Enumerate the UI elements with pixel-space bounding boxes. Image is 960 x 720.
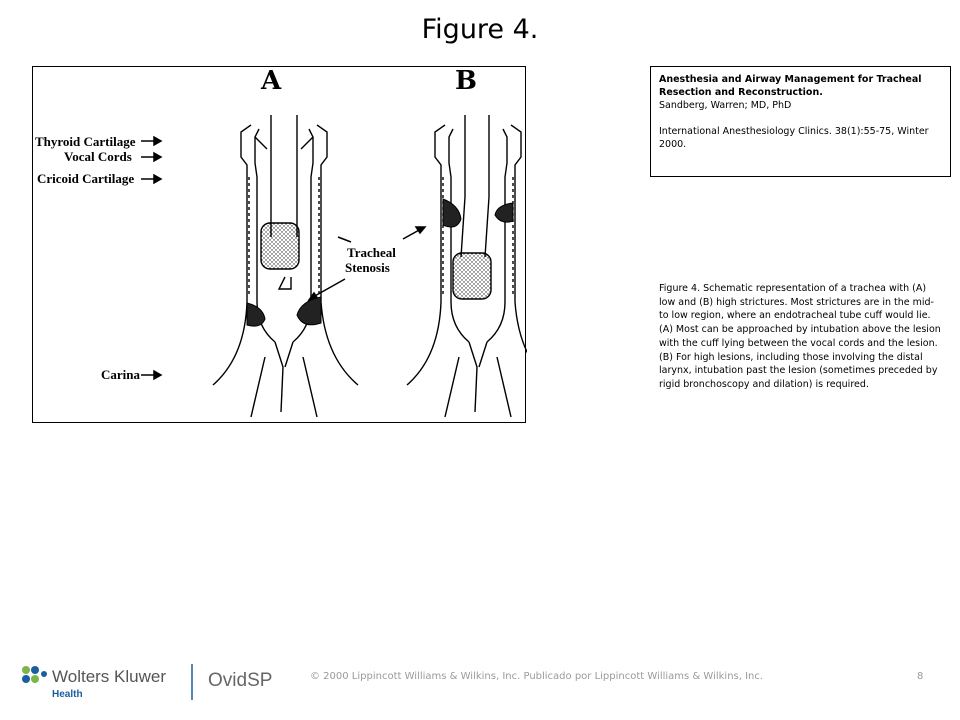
citation-title: Anesthesia and Airway Management for Tra… <box>659 74 922 98</box>
trachea-diagram-b <box>406 115 527 418</box>
trachea-figure: A B Thyroid Cartilage Vocal Cords Cricoi… <box>32 66 527 423</box>
label-tracheal: Tracheal <box>347 245 396 260</box>
footer-copyright: © 2000 Lippincott Williams & Wilkins, In… <box>310 671 764 682</box>
tube-cuff-b <box>452 252 492 300</box>
page-number: 8 <box>917 671 924 682</box>
kluwer-icon <box>22 666 47 683</box>
figure-caption: Figure 4. Schematic representation of a … <box>659 283 941 390</box>
label-vocal-cords: Vocal Cords <box>64 149 132 164</box>
trachea-diagram-a <box>212 115 359 418</box>
label-carina: Carina <box>101 367 141 382</box>
stenosis-b <box>442 198 514 228</box>
slide-title: Figure 4. <box>421 14 539 45</box>
label-cricoid-cartilage: Cricoid Cartilage <box>37 171 134 186</box>
panel-b-letter: B <box>455 67 477 96</box>
product-name: OvidSP <box>208 670 272 691</box>
citation-authors: Sandberg, Warren; MD, PhD <box>659 100 792 111</box>
brand-name: Wolters Kluwer <box>52 667 166 686</box>
citation-box: Anesthesia and Airway Management for Tra… <box>650 66 951 177</box>
tube-cuff-a <box>260 222 300 270</box>
stenosis-a <box>246 296 322 327</box>
citation-journal: International Anesthesiology Clinics. 38… <box>659 126 929 150</box>
label-thyroid-cartilage: Thyroid Cartilage <box>35 134 136 149</box>
brand-subname: Health <box>52 689 83 700</box>
label-stenosis: Stenosis <box>345 260 390 275</box>
panel-a-letter: A <box>260 67 282 96</box>
footer-logo: Wolters Kluwer Health OvidSP <box>18 660 278 704</box>
